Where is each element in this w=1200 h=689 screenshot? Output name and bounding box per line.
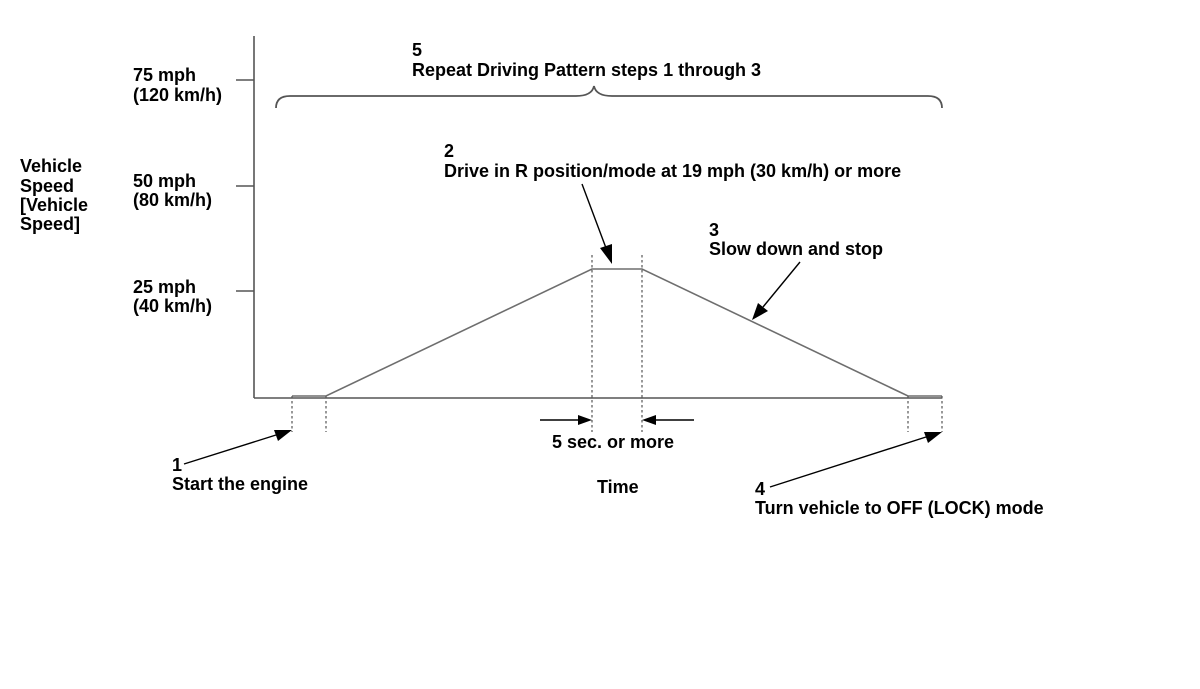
step5-number: 5 (412, 40, 422, 60)
step2-text: Drive in R position/mode at 19 mph (30 k… (444, 161, 901, 181)
y-axis-title-line-2: Speed (20, 176, 74, 196)
y-axis-title-line-3: [Vehicle (20, 195, 88, 215)
x-axis-title: Time (597, 477, 639, 497)
step4-text: Turn vehicle to OFF (LOCK) mode (755, 498, 1044, 518)
step5-text: Repeat Driving Pattern steps 1 through 3 (412, 60, 761, 80)
y-axis-title-line-1: Vehicle (20, 156, 82, 176)
step3-arrow-head (752, 303, 768, 320)
step4-arrow-head (924, 432, 942, 443)
step2-arrow-line (581, 183, 607, 249)
step4-arrow-line (769, 436, 927, 488)
y-axis-title-line-4: Speed] (20, 214, 80, 234)
hold-arrow-left-head (578, 415, 592, 425)
y-tick-40-kmh: (40 km/h) (133, 296, 212, 316)
step1-text: Start the engine (172, 474, 308, 494)
y-tick-25-mph: 25 mph (133, 277, 196, 297)
step3-number: 3 (709, 220, 719, 240)
y-tick-80-kmh: (80 km/h) (133, 190, 212, 210)
hold-duration-label: 5 sec. or more (552, 432, 674, 452)
step2-arrow-head (600, 244, 612, 264)
step1-arrow-line (183, 434, 277, 465)
step3-arrow-line (762, 261, 801, 308)
hold-arrow-right-head (642, 415, 656, 425)
repeat-brace (275, 85, 943, 109)
y-tick-75-mph: 75 mph (133, 65, 196, 85)
step2-number: 2 (444, 141, 454, 161)
y-tick-50-mph: 50 mph (133, 171, 196, 191)
step1-number: 1 (172, 455, 182, 475)
speed-trace (292, 268, 942, 397)
step3-text: Slow down and stop (709, 239, 883, 259)
step1-arrow-head (274, 430, 292, 441)
step4-number: 4 (755, 479, 765, 499)
y-tick-120-kmh: (120 km/h) (133, 85, 222, 105)
